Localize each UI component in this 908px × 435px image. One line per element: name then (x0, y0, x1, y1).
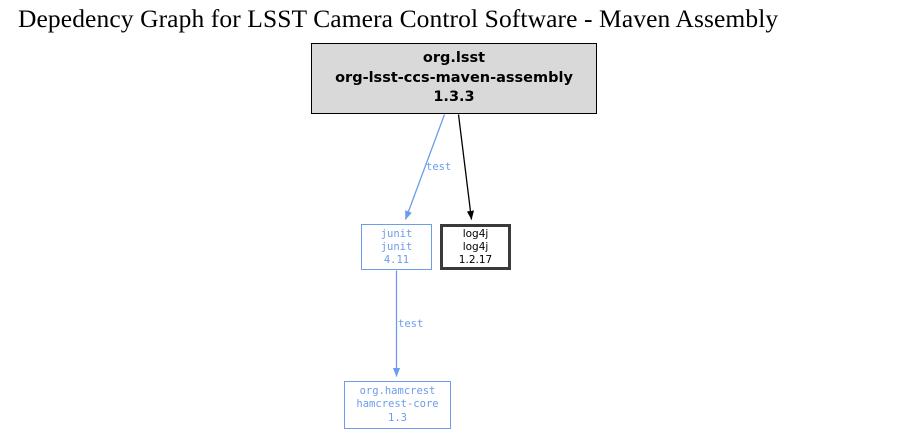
node-junit[interactable]: junit junit 4.11 (361, 224, 432, 270)
node-version: 1.3.3 (433, 89, 475, 106)
node-group-id: org.hamcrest (359, 384, 436, 397)
node-artifact-id: log4j (462, 240, 489, 253)
node-artifact-id: org-lsst-ccs-maven-assembly (335, 69, 573, 86)
edge-label-root-to-junit: test (426, 161, 452, 173)
node-group-id: junit (380, 227, 413, 240)
node-artifact-id: junit (380, 240, 413, 253)
edge-label-junit-to-hamcrest: test (398, 318, 424, 330)
page-title: Depedency Graph for LSST Camera Control … (18, 4, 779, 33)
node-org-lsst-ccs-maven-assembly[interactable]: org.lsst org-lsst-ccs-maven-assembly 1.3… (311, 43, 597, 114)
edge-root-to-log4j (457, 114, 475, 220)
node-artifact-id: hamcrest-core (356, 398, 439, 411)
node-version: 4.11 (383, 253, 410, 266)
node-version: 1.2.17 (458, 253, 493, 266)
node-hamcrest-core[interactable]: org.hamcrest hamcrest-core 1.3 (344, 381, 451, 429)
node-group-id: org.lsst (422, 50, 486, 67)
node-log4j[interactable]: log4j log4j 1.2.17 (440, 224, 511, 270)
node-group-id: log4j (462, 227, 489, 240)
node-version: 1.3 (388, 411, 407, 424)
